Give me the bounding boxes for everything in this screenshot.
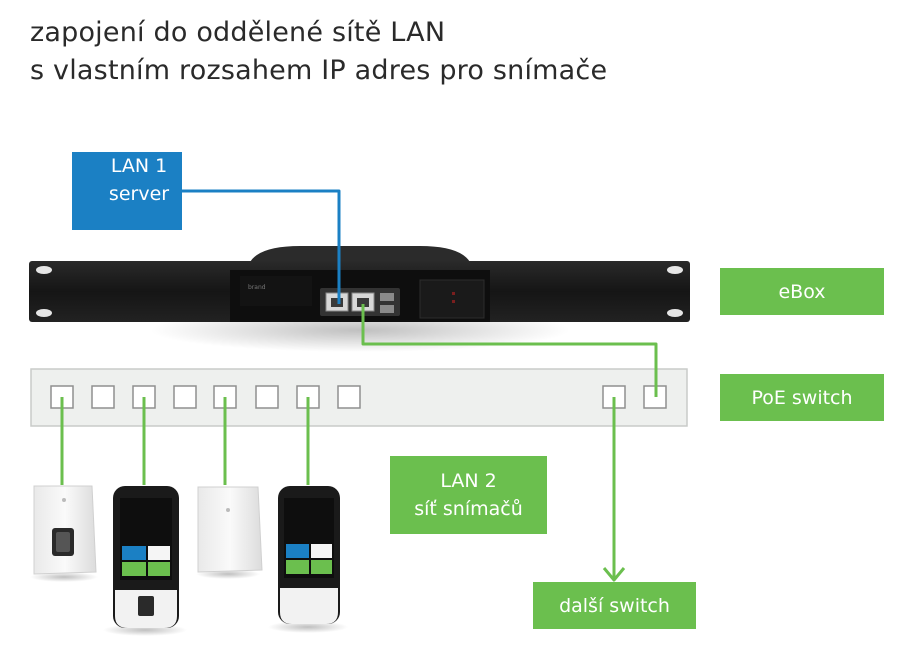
lan1-server-label: LAN 1 server [72, 152, 182, 230]
switch-port [173, 385, 197, 409]
poe-switch-label-text: PoE switch [751, 386, 853, 409]
poe-switch-label: PoE switch [720, 374, 884, 421]
lan1-label-line1: LAN 1 [110, 155, 168, 177]
lan1-label-line2: server [108, 183, 170, 205]
ebox-device: brand [29, 246, 690, 352]
ebox-label: eBox [720, 268, 884, 315]
svg-text:brand: brand [248, 284, 266, 291]
switch-port [337, 385, 361, 409]
switch-port [91, 385, 115, 409]
switch-port [255, 385, 279, 409]
touch-terminal [103, 486, 187, 636]
next-switch-label-text: další switch [559, 594, 670, 617]
next-switch-label: další switch [533, 582, 696, 629]
ebox-label-text: eBox [778, 280, 826, 303]
ebox-to-switch-cable [361, 304, 658, 397]
poe-switch-device [30, 368, 688, 427]
lan2-label-line2: síť snímačů [414, 498, 523, 520]
lan2-label: LAN 2 síť snímačů [390, 456, 547, 534]
title-line-1: zapojení do oddělené sítě LAN [30, 17, 446, 48]
page-title: zapojení do oddělené sítě LAN s vlastním… [30, 14, 607, 90]
card-reader [196, 486, 263, 579]
lan1-cable [182, 189, 341, 304]
fingerprint-reader [30, 485, 98, 582]
lan2-label-line1: LAN 2 [440, 470, 497, 492]
touch-terminal [268, 486, 348, 633]
arrow-down-icon [602, 567, 626, 582]
title-line-2: s vlastním rozsahem IP adres pro snímače [30, 55, 608, 86]
